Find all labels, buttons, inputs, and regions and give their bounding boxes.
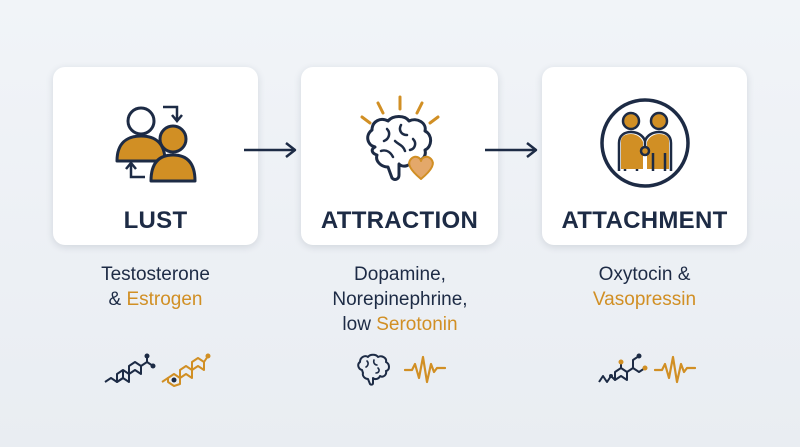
hormone-text: Oxytocin &	[598, 264, 691, 285]
hormone-text: Norepinephrine,	[332, 289, 468, 310]
hormone-text: Testosterone	[101, 264, 210, 285]
hormones-attachment: Oxytocin & Vasopressin	[542, 262, 747, 312]
hormone-accent-text: Vasopressin	[592, 289, 697, 310]
hormone-line: Norepinephrine,	[290, 287, 510, 312]
hormone-text: Dopamine,	[354, 264, 446, 285]
signal-wave-icon	[404, 355, 446, 384]
hormone-accent-text: Serotonin	[376, 314, 458, 335]
stage-title: ATTACHMENT	[561, 207, 728, 234]
hormone-line: Testosterone	[53, 262, 258, 287]
hormones-attraction: Dopamine, Norepinephrine, low Serotonin	[290, 262, 510, 337]
hormone-text: low	[342, 314, 377, 335]
signal-wave-icon	[654, 355, 696, 384]
hormone-accent-text: Estrogen	[126, 289, 203, 310]
stage-card-attachment: ATTACHMENT	[542, 67, 747, 245]
arrow-right-icon	[244, 142, 297, 158]
stage-card-lust: LUST	[53, 67, 258, 245]
arrow-right-icon	[485, 142, 538, 158]
brain-icon	[357, 353, 390, 386]
hormone-line: Dopamine,	[290, 262, 510, 287]
hormone-text: &	[108, 289, 127, 310]
estrogen-molecule-icon	[161, 353, 211, 387]
stage-title: ATTRACTION	[320, 207, 479, 234]
stage-card-attraction: ATTRACTION	[301, 67, 498, 245]
brain-heart-icon	[360, 95, 439, 181]
stage-title: LUST	[123, 207, 188, 234]
people-swap-icon	[115, 105, 196, 183]
hormone-line: low Serotonin	[290, 312, 510, 337]
hormone-line: Vasopressin	[542, 287, 747, 312]
holding-hands-icon	[599, 98, 690, 188]
hormone-line: & Estrogen	[53, 287, 258, 312]
hormones-lust: Testosterone & Estrogen	[53, 262, 258, 312]
oxytocin-molecule-icon	[598, 353, 648, 383]
testosterone-molecule-icon	[104, 353, 156, 383]
hormone-line: Oxytocin &	[542, 262, 747, 287]
